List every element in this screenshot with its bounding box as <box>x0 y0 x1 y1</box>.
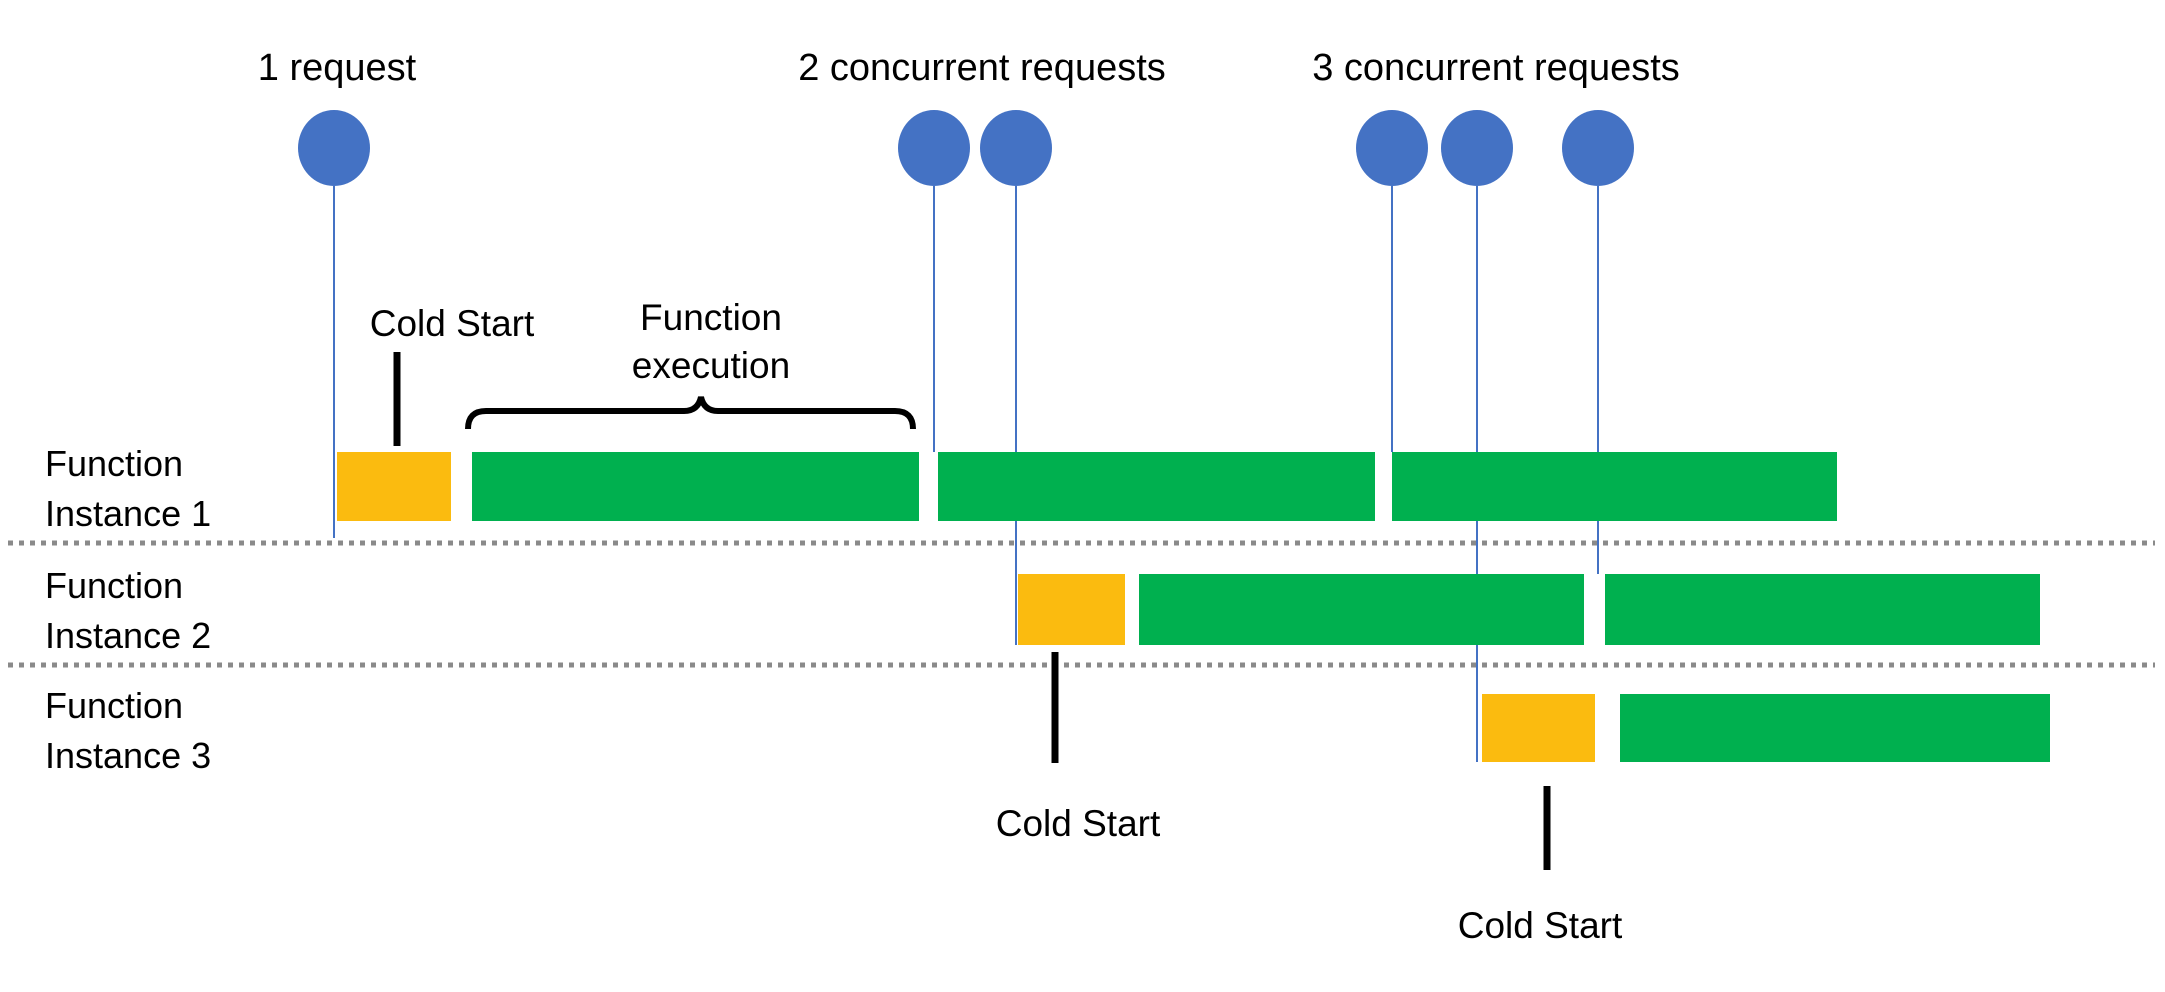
cold-start-label-2: Cold Start <box>996 803 1161 844</box>
request-circle-3b <box>1441 110 1513 186</box>
request-circle-3a <box>1356 110 1428 186</box>
instance-2-label-line1: Function <box>45 565 183 606</box>
request-circle-2b <box>980 110 1052 186</box>
instance1-execution-bar-1 <box>472 452 919 521</box>
function-execution-label-line2: execution <box>632 345 790 386</box>
instance1-execution-bar-3 <box>1392 452 1837 521</box>
request-group-1-label: 1 request <box>258 47 417 89</box>
instance2-cold-start-bar <box>1018 574 1125 645</box>
instance-2-label-line2: Instance 2 <box>45 615 211 656</box>
instance3-cold-start-bar <box>1482 694 1595 762</box>
request-circle-2a <box>898 110 970 186</box>
instance-3-label-line2: Instance 3 <box>45 735 211 776</box>
cold-start-label-3: Cold Start <box>1458 905 1623 946</box>
function-execution-brace <box>465 396 916 430</box>
instance2-execution-bar-2 <box>1605 574 2040 645</box>
cold-start-label-1: Cold Start <box>370 303 535 344</box>
instance1-execution-bar-2 <box>938 452 1375 521</box>
request-circle-1a <box>298 110 370 186</box>
instance3-execution-bar-1 <box>1620 694 2050 762</box>
function-execution-label-line1: Function <box>640 297 782 338</box>
request-circle-3c <box>1562 110 1634 186</box>
instance-1-label-line2: Instance 1 <box>45 493 211 534</box>
instance-3-label-line1: Function <box>45 685 183 726</box>
request-group-3-label: 3 concurrent requests <box>1312 47 1680 89</box>
request-group-2-label: 2 concurrent requests <box>798 47 1166 89</box>
instance2-execution-bar-1 <box>1139 574 1584 645</box>
instance1-cold-start-bar <box>337 452 451 521</box>
instance-1-label-line1: Function <box>45 443 183 484</box>
